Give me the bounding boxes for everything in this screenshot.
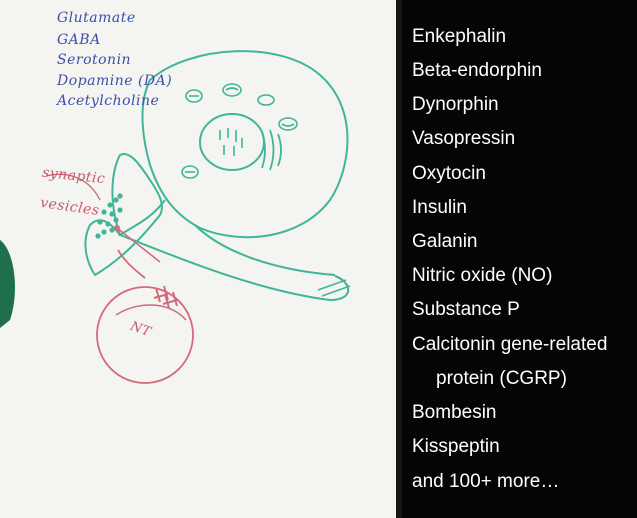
text-acetylcholine: Acetylcholine (57, 93, 160, 109)
list-item: Insulin (412, 197, 467, 218)
target-cell (96, 286, 194, 384)
list-item: Nitric oxide (NO) (412, 265, 553, 286)
text-dopamine: Dopamine (DA) (57, 73, 173, 89)
list-item: Calcitonin gene-related (412, 334, 608, 355)
list-item: Oxytocin (412, 163, 486, 184)
text-glutamate: Glutamate (57, 10, 136, 26)
neuropeptide-list-panel: Enkephalin Beta-endorphin Dynorphin Vaso… (396, 0, 637, 518)
whiteboard: Glutamate GABA Serotonin Dopamine (DA) A… (0, 0, 396, 518)
list-item: protein (CGRP) (436, 368, 567, 389)
text-gaba: GABA (57, 32, 101, 48)
list-item: Vasopressin (412, 128, 516, 149)
receptors (153, 285, 178, 309)
synaptic-vesicles (95, 193, 123, 239)
list-item: Galanin (412, 231, 478, 252)
organelles (181, 83, 298, 179)
hand-sleeve (0, 240, 15, 328)
neuron-soma (141, 50, 349, 239)
neuron-diagram (0, 50, 351, 384)
axon (194, 224, 336, 276)
list-item: and 100+ more… (412, 471, 560, 492)
list-item: Substance P (412, 299, 520, 320)
golgi (261, 129, 282, 171)
chromatin (219, 128, 243, 156)
list-item: Beta-endorphin (412, 60, 542, 81)
nucleus (199, 113, 265, 171)
list-item: Enkephalin (412, 26, 507, 47)
list-item: Dynorphin (412, 94, 499, 115)
text-serotonin: Serotonin (57, 52, 132, 68)
list-item: Kisspeptin (412, 436, 500, 457)
axon-terminal (84, 153, 163, 277)
list-item: Bombesin (412, 402, 497, 423)
